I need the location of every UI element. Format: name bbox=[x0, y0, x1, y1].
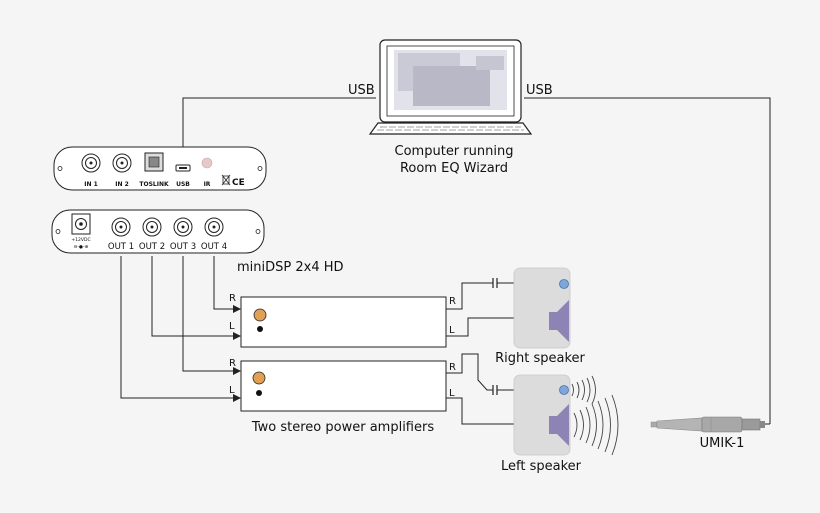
left-woofer-icon bbox=[549, 404, 569, 446]
usb-port-label: USB bbox=[176, 181, 190, 188]
usb-cable-computer-to-minidsp bbox=[179, 97, 376, 161]
umik-microphone bbox=[650, 416, 765, 433]
amp1-in-r-label: R bbox=[229, 293, 236, 304]
amp2-out-r-label: R bbox=[449, 362, 456, 373]
right-woofer-icon bbox=[549, 300, 569, 342]
amp2-in-r-label: R bbox=[229, 358, 236, 369]
computer-label-line1: Computer running bbox=[395, 144, 514, 159]
laptop-computer bbox=[368, 39, 533, 135]
minidsp-label: miniDSP 2x4 HD bbox=[237, 260, 344, 275]
polarity-symbol: ⊖-●-⊕ bbox=[74, 245, 89, 250]
right-speaker-label: Right speaker bbox=[495, 351, 585, 366]
recycle-bin-icon bbox=[221, 174, 231, 186]
in2-connector bbox=[112, 153, 132, 173]
usb-label-left: USB bbox=[348, 83, 375, 98]
right-speaker bbox=[513, 267, 571, 349]
left-speaker-label: Left speaker bbox=[501, 459, 582, 474]
in1-connector bbox=[81, 153, 101, 173]
out3-connector bbox=[173, 217, 193, 237]
out4-label: OUT 4 bbox=[201, 242, 227, 252]
out4-connector bbox=[204, 217, 224, 237]
cable-amp1-l-to-right-woofer bbox=[446, 314, 559, 337]
out1-connector bbox=[111, 217, 131, 237]
amp1-in-l-label: L bbox=[229, 321, 235, 332]
cable-out2-to-amp1-l bbox=[151, 256, 241, 340]
minidsp-rear-panel: CE IN 1 IN 2 TOSLINK USB IR bbox=[53, 146, 267, 191]
cable-out4-to-amp1-r bbox=[213, 256, 241, 313]
amplifier-2 bbox=[240, 360, 447, 412]
usb-cable-computer-to-umik bbox=[524, 97, 771, 424]
out3-label: OUT 3 bbox=[170, 242, 196, 252]
in2-label: IN 2 bbox=[115, 181, 129, 188]
cable-out3-to-amp2-r bbox=[182, 256, 241, 375]
left-tweeter-icon bbox=[559, 385, 569, 395]
amp2-in-l-label: L bbox=[229, 385, 235, 396]
in1-label: IN 1 bbox=[84, 181, 98, 188]
out2-connector bbox=[142, 217, 162, 237]
usb-port bbox=[175, 164, 191, 172]
out1-label: OUT 1 bbox=[108, 242, 134, 252]
amp2-out-l-label: L bbox=[449, 388, 455, 399]
amplifier-1 bbox=[240, 296, 447, 348]
left-speaker bbox=[513, 374, 619, 456]
toslink-connector bbox=[144, 152, 164, 172]
out2-label: OUT 2 bbox=[139, 242, 165, 252]
umik-label: UMIK-1 bbox=[700, 436, 745, 451]
ir-receiver bbox=[201, 157, 213, 169]
amp1-out-r-label: R bbox=[449, 296, 456, 307]
ce-mark: CE bbox=[232, 178, 245, 188]
amp1-out-l-label: L bbox=[449, 325, 455, 336]
minidsp-front-panel: +12VDC ⊖-●-⊕ OUT 1 OUT 2 OUT 3 OUT 4 bbox=[51, 209, 265, 254]
power-label: +12VDC bbox=[71, 237, 90, 243]
cable-out1-to-amp2-l bbox=[120, 256, 241, 402]
cable-amp2-l-to-left-woofer bbox=[446, 397, 559, 428]
toslink-label: TOSLINK bbox=[139, 181, 169, 188]
ir-label: IR bbox=[204, 181, 211, 188]
power-jack bbox=[71, 213, 91, 235]
usb-label-right: USB bbox=[526, 83, 553, 98]
right-tweeter-icon bbox=[559, 279, 569, 289]
computer-label-line2: Room EQ Wizard bbox=[400, 161, 508, 176]
sound-waves-icon bbox=[571, 375, 619, 456]
amplifiers-label: Two stereo power amplifiers bbox=[251, 420, 434, 435]
